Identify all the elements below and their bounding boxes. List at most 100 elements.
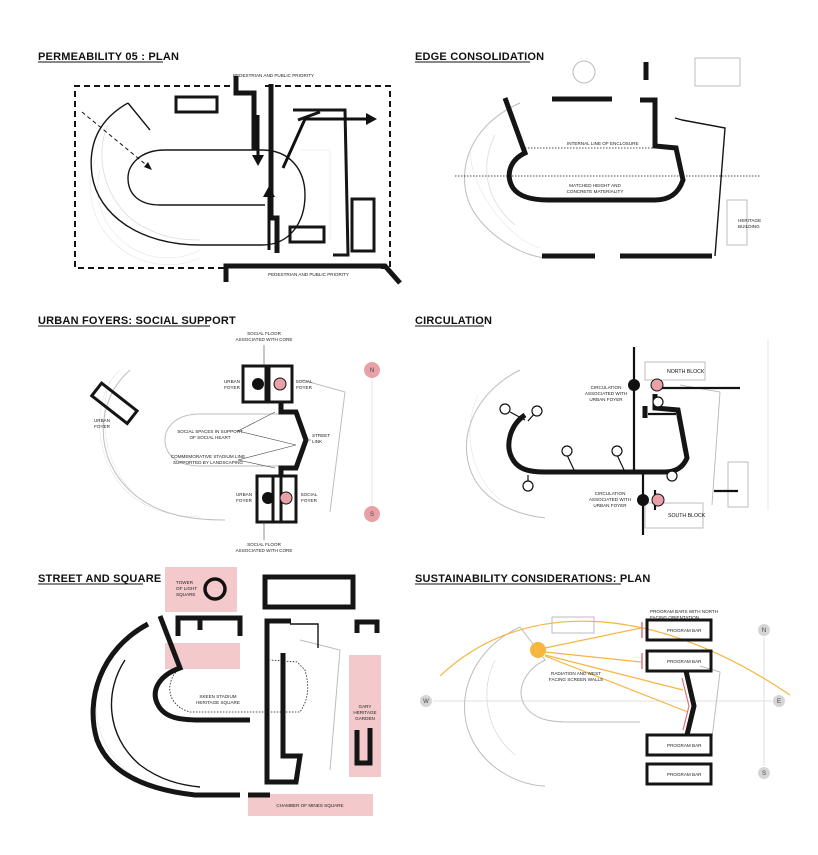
sun-icon	[530, 642, 546, 658]
ghost-seating	[469, 149, 541, 249]
social-core-south	[651, 493, 665, 507]
seating-band	[101, 124, 201, 241]
label-bar-1: PROGRAM BAR	[667, 628, 702, 633]
social-core-north	[650, 378, 664, 392]
label-circ-top-2: ASSOCIATED WITH	[585, 391, 627, 396]
panel-permeability: PERMEABILITY 05 : PLAN	[38, 51, 402, 285]
panel-title-permeability: PERMEABILITY 05 : PLAN	[38, 51, 179, 63]
label-urban-foyer-bl-2: FOYER	[236, 498, 253, 503]
edge-main	[502, 97, 686, 203]
seating-band	[486, 134, 516, 226]
label-urban-foyer-left-1: URBAN	[94, 418, 110, 423]
block-top	[262, 574, 356, 610]
stadium-outline	[90, 102, 306, 246]
label-circ-top-1: CIRCULATION	[591, 385, 622, 390]
context-circle	[572, 60, 596, 84]
compass-n-marker	[364, 362, 380, 378]
ghost-seating	[95, 679, 141, 781]
block-top-right	[354, 619, 380, 633]
label-ped-bottom: PEDESTRIAN AND PUBLIC PRIORITY	[268, 272, 349, 277]
compass-s: S	[762, 771, 766, 777]
panel-foyers: URBAN FOYERS: SOCIAL SUPPORT N S SOCIAL …	[38, 315, 380, 553]
edge-join	[674, 117, 683, 121]
seating-band	[486, 659, 516, 756]
label-social-floor-bottom-1: SOCIAL FLOOR	[247, 542, 281, 547]
node-open	[499, 403, 511, 415]
label-social-floor-top-2: ASSOCIATED WITH CORE	[236, 337, 293, 342]
label-heritage-2: BUILDING	[738, 224, 760, 229]
program-bar-4	[645, 762, 713, 786]
block-right-top	[297, 110, 321, 122]
label-social-spaces-2: OF SOCIAL HEART	[189, 435, 230, 440]
compass-n: N	[762, 628, 766, 634]
label-urban-foyer-tl-2: FOYER	[224, 385, 241, 390]
stadium-end	[127, 102, 151, 131]
core-south	[637, 494, 649, 506]
seating-band	[110, 659, 201, 788]
stadium-wall	[90, 621, 240, 798]
compass-s: S	[370, 512, 374, 518]
label-urban-foyer-bl-1: URBAN	[236, 492, 252, 497]
label-north-block: NORTH BLOCK	[667, 369, 705, 375]
panel-title-edge: EDGE CONSOLIDATION	[415, 51, 544, 63]
social-core-top	[273, 377, 287, 391]
wall-left	[233, 76, 257, 150]
label-tower-2: OF LIGHT	[176, 586, 197, 591]
label-tower-1: TOWER	[176, 580, 194, 585]
ghost-right	[299, 639, 341, 771]
urban-foyer-left	[89, 381, 140, 426]
north-block-outline	[644, 361, 706, 381]
label-skeen-1: SKEEN STADIUM	[199, 694, 236, 699]
compass-s-marker	[758, 767, 770, 779]
label-matched-1: MATCHED HEIGHT AND	[569, 183, 621, 188]
stadium-outer	[465, 369, 546, 519]
stadium-outline	[463, 102, 546, 259]
label-commemorative-1: COMMEMORATIVE STADIUM LINE	[171, 454, 245, 459]
program-bar-2	[645, 649, 713, 673]
label-urban-foyer-tl-1: URBAN	[224, 379, 240, 384]
label-circ-bottom-3: URBAN FOYER	[593, 503, 627, 508]
label-gary-2: HERITAGE	[353, 710, 376, 715]
label-program-bars-2: FACING ORIENTATION	[650, 615, 699, 620]
wall-upper	[293, 108, 350, 257]
context-block	[551, 616, 595, 634]
label-social-floor-bottom-2: ASSOCIATED WITH CORE	[236, 548, 293, 553]
label-urban-foyer-left-2: FOYER	[94, 424, 111, 429]
label-matched-2: CONCRETE MATERIALITY	[567, 189, 624, 194]
tower-of-light	[203, 577, 227, 601]
wall-center-top	[290, 623, 319, 648]
panel-edge: EDGE CONSOLIDATION INTERNAL LINE OF ENCL…	[415, 51, 761, 259]
wall-center	[264, 618, 303, 785]
site-boundary	[74, 85, 391, 269]
block-right	[350, 197, 376, 253]
compass-n-marker	[758, 624, 770, 636]
context-block	[694, 57, 741, 87]
compass-n: N	[370, 368, 374, 374]
label-circ-top-3: URBAN FOYER	[589, 397, 623, 402]
label-chamber: CHAMBER OF MINES SQUARE	[276, 803, 343, 808]
sun-path	[439, 620, 791, 696]
label-commemorative-2: SUPPORTED BY LANDSCAPING	[173, 460, 243, 465]
core-north	[628, 379, 640, 391]
ghost-right	[699, 665, 721, 739]
chamber-of-mines-square	[248, 794, 373, 816]
garden-wall	[354, 728, 373, 766]
node-open	[666, 470, 678, 482]
skeen-square-outline	[169, 659, 309, 713]
compass-e: E	[777, 699, 781, 705]
ghost-right	[301, 379, 346, 513]
label-heritage-1: HERITAGE	[738, 218, 761, 223]
label-tower-3: SQUARE	[176, 592, 195, 597]
label-social-foyer-br-2: FOYER	[301, 498, 318, 503]
panel-sustainability: SUSTAINABILITY CONSIDERATIONS: PLAN N S …	[415, 573, 791, 787]
wall-mid	[268, 84, 280, 253]
ghost-context	[89, 149, 331, 265]
label-gary-1: GARY	[359, 704, 372, 709]
node-open	[561, 445, 573, 457]
label-street-link-1: STREET	[312, 433, 330, 438]
panel-street: STREET AND SQUARE TOWER OF LIGHT SQUARE …	[38, 567, 381, 816]
label-circ-bottom-2: ASSOCIATED WITH	[589, 497, 631, 502]
block-top	[174, 95, 219, 114]
label-south-block: SOUTH BLOCK	[668, 513, 706, 519]
